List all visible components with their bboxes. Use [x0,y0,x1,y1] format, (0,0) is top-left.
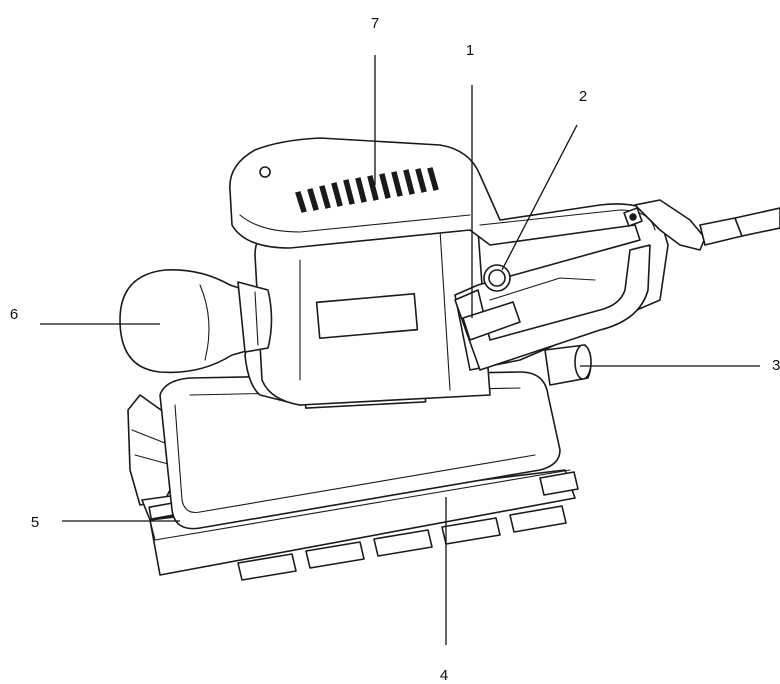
power-cord [623,199,780,251]
callouts: 1 2 3 4 5 6 7 [10,15,780,684]
callout-6: 6 [10,306,160,325]
leader-line-2 [501,124,578,271]
top-handle [229,137,669,371]
callout-2: 2 [501,88,587,271]
pad-body [159,371,561,530]
callout-label-3: 3 [772,357,780,374]
lock-button [483,264,511,292]
callout-5: 5 [31,514,180,531]
callout-label-6: 6 [10,306,18,323]
base-plate-tabs [237,471,579,581]
vent-slots [295,167,439,213]
callout-7: 7 [371,15,379,185]
callout-3: 3 [580,357,780,374]
sander-illustration [119,137,780,581]
callout-label-7: 7 [371,15,379,32]
callout-label-1: 1 [466,42,474,59]
callout-label-2: 2 [579,88,587,105]
dust-port [544,344,592,386]
rear-grip [454,244,651,371]
callout-4: 4 [440,497,448,684]
front-knob [119,268,273,374]
callout-label-5: 5 [31,514,39,531]
callout-1: 1 [466,42,474,318]
base-plate [149,469,579,581]
callout-label-4: 4 [440,667,448,684]
